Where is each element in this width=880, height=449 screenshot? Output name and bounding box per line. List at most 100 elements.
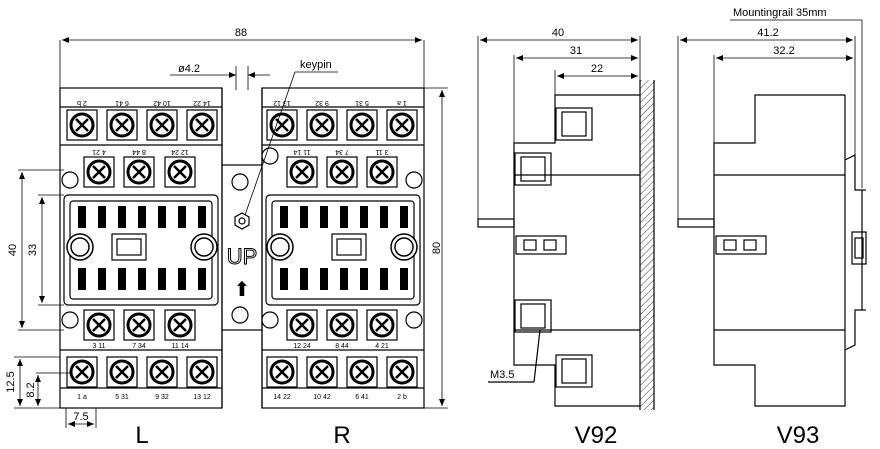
terminal-number: 5 31 — [355, 99, 369, 106]
terminal-number: 1 a — [77, 394, 87, 401]
screw-icon — [326, 156, 358, 188]
front-holes — [61, 147, 423, 329]
relay-finger — [138, 206, 146, 228]
relay-finger — [118, 206, 126, 228]
terminal-number: 11 14 — [293, 148, 310, 155]
dim-7-5: 7.5 — [73, 411, 88, 423]
dim-12-5: 12.5 — [5, 371, 17, 392]
terminal-number: 4 21 — [375, 343, 389, 350]
v92-dimensions — [477, 36, 641, 219]
relay-finger — [280, 206, 288, 228]
screw-icon — [286, 156, 318, 188]
relay-finger — [158, 206, 166, 228]
relay-finger — [78, 206, 86, 228]
terminal-number: 12 24 — [171, 148, 189, 155]
up-arrow-icon: ⬆ — [234, 277, 251, 301]
relay-finger — [118, 268, 126, 290]
dim-80: 80 — [431, 242, 443, 254]
terminal-number: 9 32 — [155, 394, 169, 401]
relay-finger — [138, 268, 146, 290]
screw-icon — [146, 356, 178, 388]
left-module-label: L — [135, 422, 148, 449]
relay-knobs — [66, 233, 418, 261]
v93-dimensions — [677, 19, 863, 219]
v92-label: V92 — [575, 422, 618, 449]
relay-finger — [360, 206, 368, 228]
dim-hole-dia: ø4.2 — [178, 63, 200, 75]
dim-33: 33 — [27, 244, 39, 256]
screw-icon — [266, 356, 298, 388]
v93-dim-41-2: 41.2 — [757, 27, 778, 39]
relay-finger — [400, 268, 408, 290]
screw-icon — [66, 109, 98, 141]
screw-icon — [346, 356, 378, 388]
screw-icon — [164, 156, 196, 188]
terminal-number: 6 41 — [115, 99, 129, 106]
v93-label: V93 — [777, 422, 820, 449]
terminal-number: 14 22 — [193, 99, 211, 106]
relay-finger — [178, 268, 186, 290]
screw-icon — [123, 156, 155, 188]
terminal-number: 5 31 — [115, 394, 129, 401]
screw-terminals — [66, 109, 418, 388]
terminal-number: 7 34 — [132, 343, 146, 350]
terminal-number: 1 a — [397, 99, 407, 106]
screw-icon — [386, 356, 418, 388]
screw-icon — [66, 356, 98, 388]
terminal-number: 9 32 — [315, 99, 329, 106]
relay-finger — [158, 268, 166, 290]
v92-dim-40: 40 — [552, 27, 564, 39]
dim-40: 40 — [7, 244, 19, 256]
v92-dim-22: 22 — [591, 63, 603, 75]
relay-finger — [300, 268, 308, 290]
v93-dim-32-2: 32.2 — [773, 45, 794, 57]
v93-side-view — [677, 94, 867, 407]
keypin-hex — [234, 212, 250, 230]
relay-finger — [98, 206, 106, 228]
dim-8-2: 8.2 — [25, 382, 37, 397]
right-relay-body — [265, 194, 421, 306]
screw-icon — [326, 309, 358, 341]
screw-icon — [306, 356, 338, 388]
terminal-number: 2 b — [397, 394, 407, 401]
terminal-number: 10 42 — [313, 394, 331, 401]
terminal-number: 3 11 — [375, 148, 388, 155]
terminal-number: 13 12 — [273, 99, 291, 106]
v92-screw-label: M3.5 — [490, 369, 514, 381]
screw-icon — [146, 109, 178, 141]
screw-icon — [366, 309, 398, 341]
relay-finger — [340, 206, 348, 228]
relay-finger — [178, 206, 186, 228]
relay-finger — [400, 206, 408, 228]
up-label: UP — [227, 244, 258, 269]
front-dimensions — [14, 37, 448, 428]
terminal-number: 14 22 — [273, 394, 291, 401]
dim-88: 88 — [235, 27, 247, 39]
relay-finger — [198, 268, 206, 290]
keypin-label: keypin — [300, 59, 332, 71]
screw-icon — [186, 356, 218, 388]
screw-icon — [186, 109, 218, 141]
screw-icon — [346, 109, 378, 141]
terminal-number: 12 24 — [293, 343, 311, 350]
relay-finger — [320, 206, 328, 228]
screw-icon — [266, 109, 298, 141]
terminal-number: 2 b — [77, 99, 87, 106]
screw-icon — [106, 109, 138, 141]
terminal-number: 7 34 — [335, 148, 349, 155]
relay-finger — [380, 206, 388, 228]
screw-icon — [106, 356, 138, 388]
relay-finger — [340, 268, 348, 290]
screw-icon — [83, 309, 115, 341]
v93-rail-label: Mountingrail 35mm — [733, 7, 827, 19]
terminal-number: 10 42 — [153, 99, 171, 106]
terminal-number: 13 12 — [193, 394, 211, 401]
v92-side-view — [477, 80, 655, 410]
terminal-number: 6 41 — [355, 394, 369, 401]
relay-finger — [198, 206, 206, 228]
screw-icon — [386, 109, 418, 141]
screw-icon — [306, 109, 338, 141]
right-module-label: R — [333, 422, 350, 449]
